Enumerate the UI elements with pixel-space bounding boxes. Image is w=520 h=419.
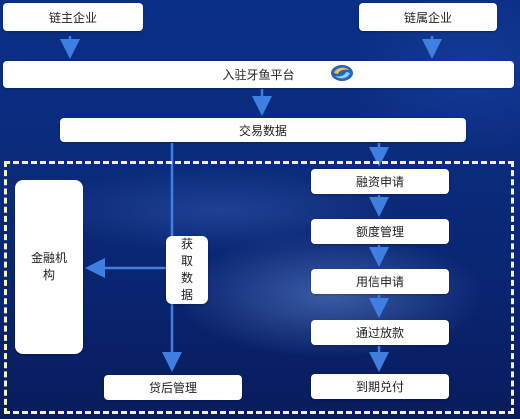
chain-member-label: 链属企业 xyxy=(403,10,452,25)
post-loan-node: 贷后管理 xyxy=(104,375,242,400)
get-data-char-1: 获 xyxy=(180,237,193,251)
step-label: 额度管理 xyxy=(355,225,404,239)
finance-org-node: 金融机 构 xyxy=(15,180,83,354)
platform-label: 入驻牙鱼平台 xyxy=(222,68,295,82)
step-approve-disbursement: 通过放款 xyxy=(311,320,449,345)
get-data-char-2: 取 xyxy=(180,254,193,268)
step-financing-application: 融资申请 xyxy=(311,169,449,194)
finance-org-line-2: 构 xyxy=(42,268,55,282)
trade-data-node: 交易数据 xyxy=(60,118,466,142)
chain-member-node: 链属企业 xyxy=(359,3,497,31)
step-credit-use-application: 用信申请 xyxy=(311,269,449,294)
step-maturity-settlement: 到期兑付 xyxy=(311,374,449,399)
financing-zone-border xyxy=(4,161,514,414)
get-data-node: 获 取 数 据 xyxy=(166,236,208,304)
get-data-char-3: 数 xyxy=(180,271,193,285)
chain-master-label: 链主企业 xyxy=(48,10,97,25)
get-data-char-4: 据 xyxy=(180,288,193,302)
trade-data-label: 交易数据 xyxy=(238,123,287,138)
step-credit-limit-management: 额度管理 xyxy=(311,219,449,244)
step-label: 融资申请 xyxy=(355,175,404,189)
step-label: 用信申请 xyxy=(355,275,404,289)
post-loan-label: 贷后管理 xyxy=(148,381,197,395)
chain-master-node: 链主企业 xyxy=(3,3,143,31)
step-label: 到期兑付 xyxy=(355,380,404,394)
step-label: 通过放款 xyxy=(355,326,404,340)
swirl-logo-icon xyxy=(331,65,353,81)
finance-org-line-1: 金融机 xyxy=(30,251,67,265)
platform-node: 入驻牙鱼平台 xyxy=(3,61,514,88)
